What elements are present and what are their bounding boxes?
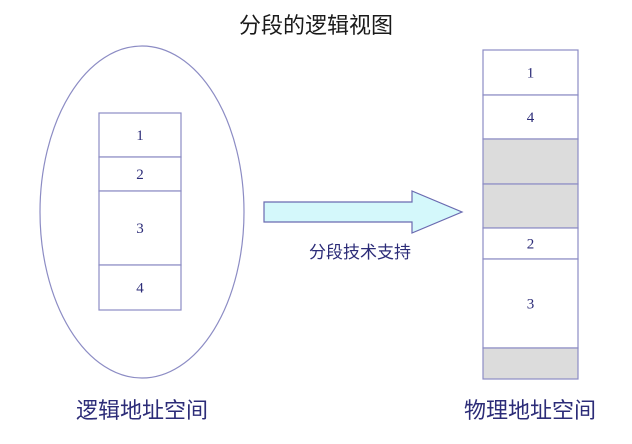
segmentation-arrow xyxy=(263,190,464,234)
logical-segment-label: 3 xyxy=(136,221,144,237)
physical-segment-label: 4 xyxy=(527,110,535,126)
physical-free-block xyxy=(482,183,579,229)
physical-space-caption: 物理地址空间 xyxy=(463,399,596,424)
physical-segment-label: 1 xyxy=(527,66,535,82)
physical-segment-2 xyxy=(482,227,579,260)
logical-segment-3 xyxy=(98,190,182,266)
physical-segment-1 xyxy=(482,49,579,96)
logical-space-ellipse xyxy=(39,45,245,379)
logical-segments: 1 2 3 4 xyxy=(98,112,182,311)
logical-segment-label: 1 xyxy=(136,128,144,144)
physical-blocks: 1 4 2 3 xyxy=(482,49,579,380)
arrow-label: 分段技术支持 xyxy=(309,243,411,263)
physical-free-block xyxy=(482,347,579,380)
logical-segment-label: 2 xyxy=(136,167,144,183)
logical-space-caption: 逻辑地址空间 xyxy=(75,399,208,424)
logical-segment-1 xyxy=(98,112,182,158)
physical-free-block xyxy=(482,138,579,185)
diagram-title: 分段的逻辑视图 xyxy=(238,14,393,39)
logical-segment-label: 4 xyxy=(136,281,144,297)
physical-segment-label: 3 xyxy=(527,297,535,313)
logical-segment-4 xyxy=(98,264,182,311)
physical-segment-label: 2 xyxy=(527,237,535,253)
